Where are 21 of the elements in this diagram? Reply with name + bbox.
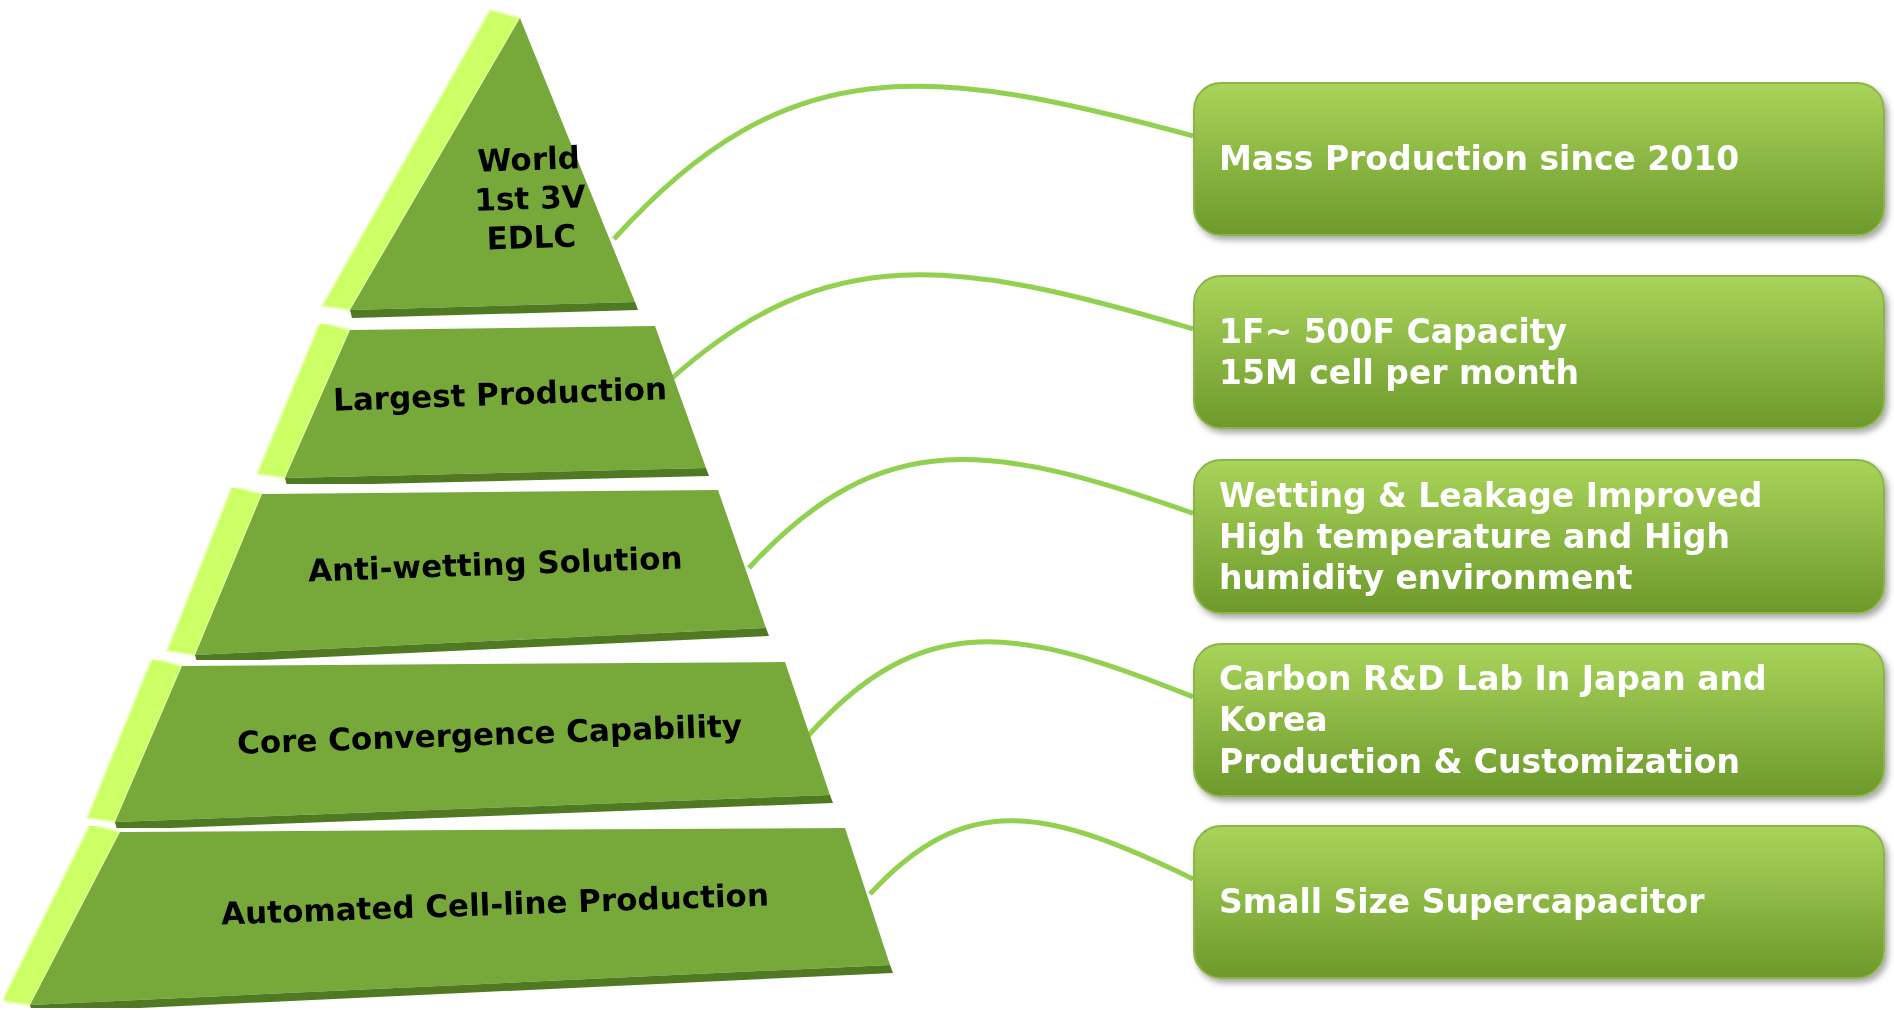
layer-label: Core Convergence Capability	[236, 706, 744, 763]
info-box	[1193, 82, 1885, 236]
connector-curve	[612, 83, 1194, 241]
info-box	[1193, 825, 1885, 979]
connector-curve	[747, 457, 1194, 570]
connector-curve	[868, 818, 1195, 896]
info-text: Production & Customization	[1219, 740, 1742, 782]
info-text: Small Size Supercapacitor	[1219, 881, 1706, 923]
info-text: 1F~ 500F Capacity	[1219, 310, 1569, 352]
info-text: High temperature and High humidity environment	[1219, 515, 1731, 599]
info-text: Mass Production since 2010	[1219, 138, 1741, 180]
info-text: 15M cell per month	[1219, 352, 1580, 394]
layer-label: Anti-wetting Solution	[307, 538, 683, 591]
layer-label: Largest Production	[332, 369, 668, 420]
info-box	[1193, 459, 1885, 614]
layer-label: Automated Cell-line Production	[220, 875, 770, 934]
layer-label: World 1st 3V EDLC	[472, 138, 588, 259]
info-box	[1193, 275, 1885, 429]
info-text: Wetting & Leakage Improved	[1219, 474, 1764, 516]
info-text: Carbon R&D Lab In Japan and Korea	[1219, 658, 1768, 741]
info-box	[1193, 643, 1885, 797]
